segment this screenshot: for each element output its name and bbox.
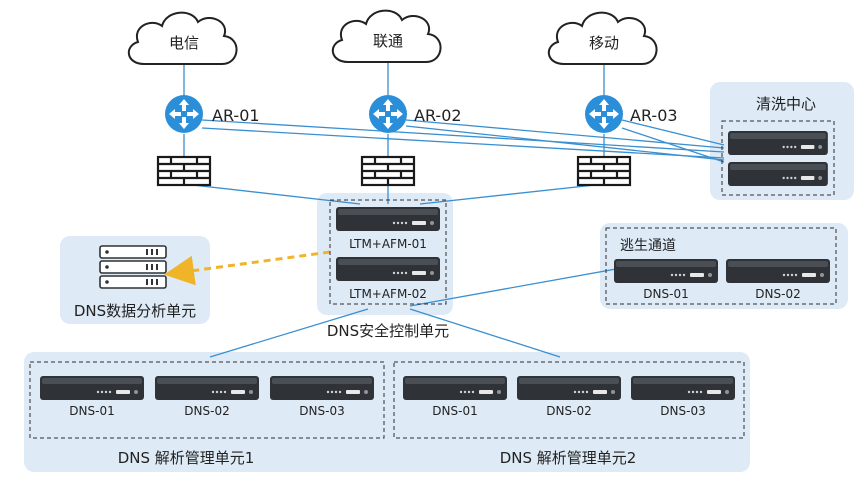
escape-channel-title: 逃生通道 [620, 238, 676, 254]
analysis-data-arrow [164, 250, 331, 286]
escape-channel-panel [600, 223, 848, 309]
analysis-unit-title: DNS数据分析单元 [74, 302, 196, 320]
resolution-unit-2-title: DNS 解析管理单元2 [500, 449, 637, 467]
server-icon [728, 131, 828, 155]
server-icon [336, 207, 440, 231]
firewall-icon [155, 154, 213, 188]
server-icon [270, 376, 374, 400]
dns-server-label: DNS-02 [184, 404, 229, 418]
router-label: AR-01 [212, 106, 260, 125]
server-icon [726, 259, 830, 283]
security-device-label: LTM+AFM-02 [349, 287, 427, 301]
firewall-icon [359, 154, 417, 188]
server-icon [403, 376, 507, 400]
resolution-unit-1-title: DNS 解析管理单元1 [118, 449, 255, 467]
server-icon [155, 376, 259, 400]
dns-server-label: DNS-03 [299, 404, 344, 418]
dns-server-label: DNS-03 [660, 404, 705, 418]
server-icon [336, 257, 440, 281]
svg-text:联通: 联通 [373, 32, 403, 50]
server-icon [728, 162, 828, 186]
router-label: AR-03 [630, 106, 678, 125]
svg-text:电信: 电信 [169, 34, 199, 52]
connection-lines [183, 58, 725, 358]
resolution-unit-1-box [29, 361, 385, 439]
server-icon [614, 259, 718, 283]
server-icon [631, 376, 735, 400]
dns-server-label: DNS-02 [546, 404, 591, 418]
router-label: AR-02 [414, 106, 462, 125]
security-device-label: LTM+AFM-01 [349, 237, 427, 251]
scrubbing-center-box [721, 120, 835, 196]
router-icon [165, 95, 203, 133]
router-icon [369, 95, 407, 133]
resolution-unit-2-box [393, 361, 745, 439]
firewall-icon [575, 154, 633, 188]
dns-server-label: DNS-02 [755, 287, 800, 301]
dns-server-label: DNS-01 [432, 404, 477, 418]
security-unit-title: DNS安全控制单元 [327, 322, 449, 340]
storage-server-icon [99, 245, 167, 289]
svg-text:移动: 移动 [589, 34, 619, 52]
dns-server-label: DNS-01 [69, 404, 114, 418]
dns-server-label: DNS-01 [643, 287, 688, 301]
scrubbing-center-title: 清洗中心 [756, 95, 816, 113]
server-icon [40, 376, 144, 400]
escape-channel-box [605, 227, 837, 305]
server-icon [517, 376, 621, 400]
security-unit-box [329, 199, 447, 305]
isp-cloud-telecom: 电信 [127, 11, 238, 65]
router-icon [585, 95, 623, 133]
isp-cloud-mobile: 移动 [547, 11, 658, 65]
isp-cloud-unicom: 联通 [331, 9, 442, 63]
